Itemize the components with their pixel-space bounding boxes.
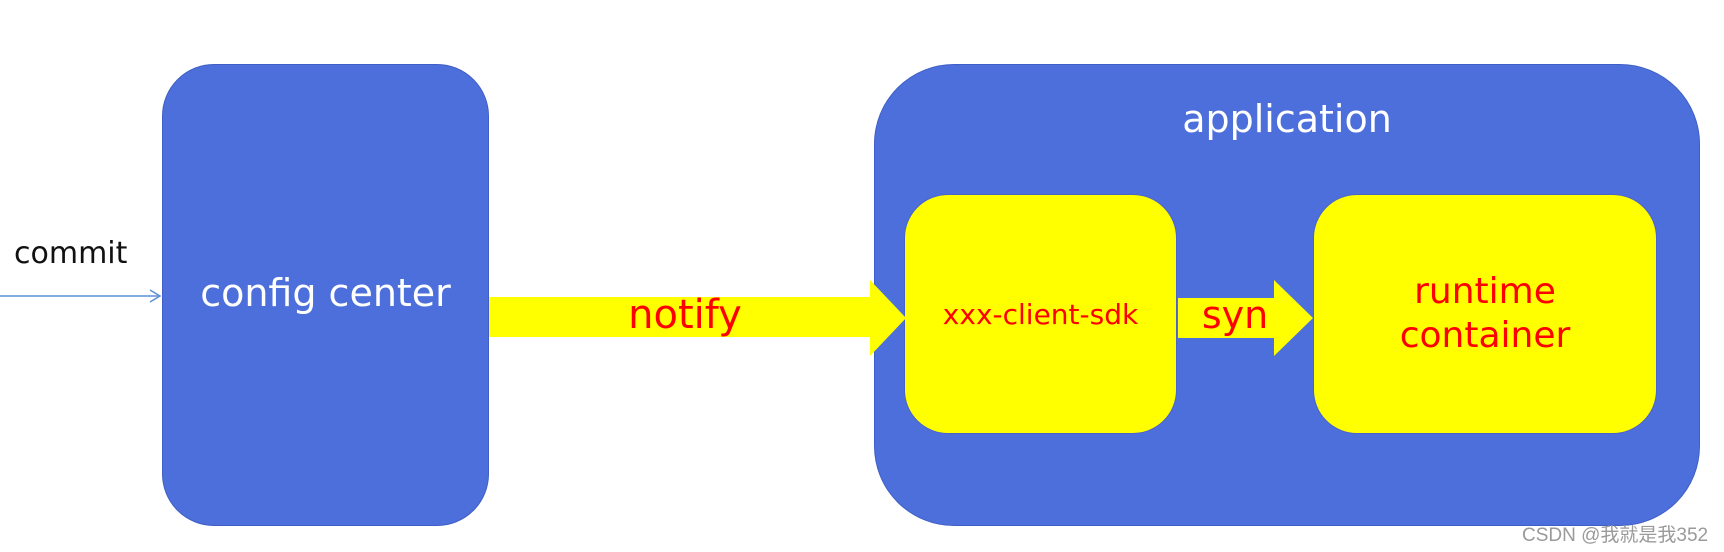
client-sdk-label: xxx-client-sdk — [942, 297, 1139, 331]
runtime-label-line1: runtime — [1414, 271, 1556, 312]
client-sdk-box[interactable] — [904, 194, 1177, 434]
commit-arrowhead — [149, 289, 162, 303]
notify-label: notify — [628, 292, 742, 338]
watermark: CSDN @我就是我352 — [1522, 525, 1709, 546]
syn-label: syn — [1201, 293, 1269, 337]
notify-arrow — [489, 280, 906, 356]
runtime-container-box[interactable] — [1313, 194, 1657, 434]
runtime-label-line2: container — [1399, 315, 1571, 356]
runtime-container-label: runtime container — [1313, 266, 1657, 362]
config-center-box[interactable] — [162, 64, 489, 526]
application-label: application — [1182, 97, 1392, 141]
config-center-label: config center — [200, 271, 451, 315]
syn-arrow — [1178, 280, 1313, 356]
commit-label: commit — [14, 236, 128, 271]
